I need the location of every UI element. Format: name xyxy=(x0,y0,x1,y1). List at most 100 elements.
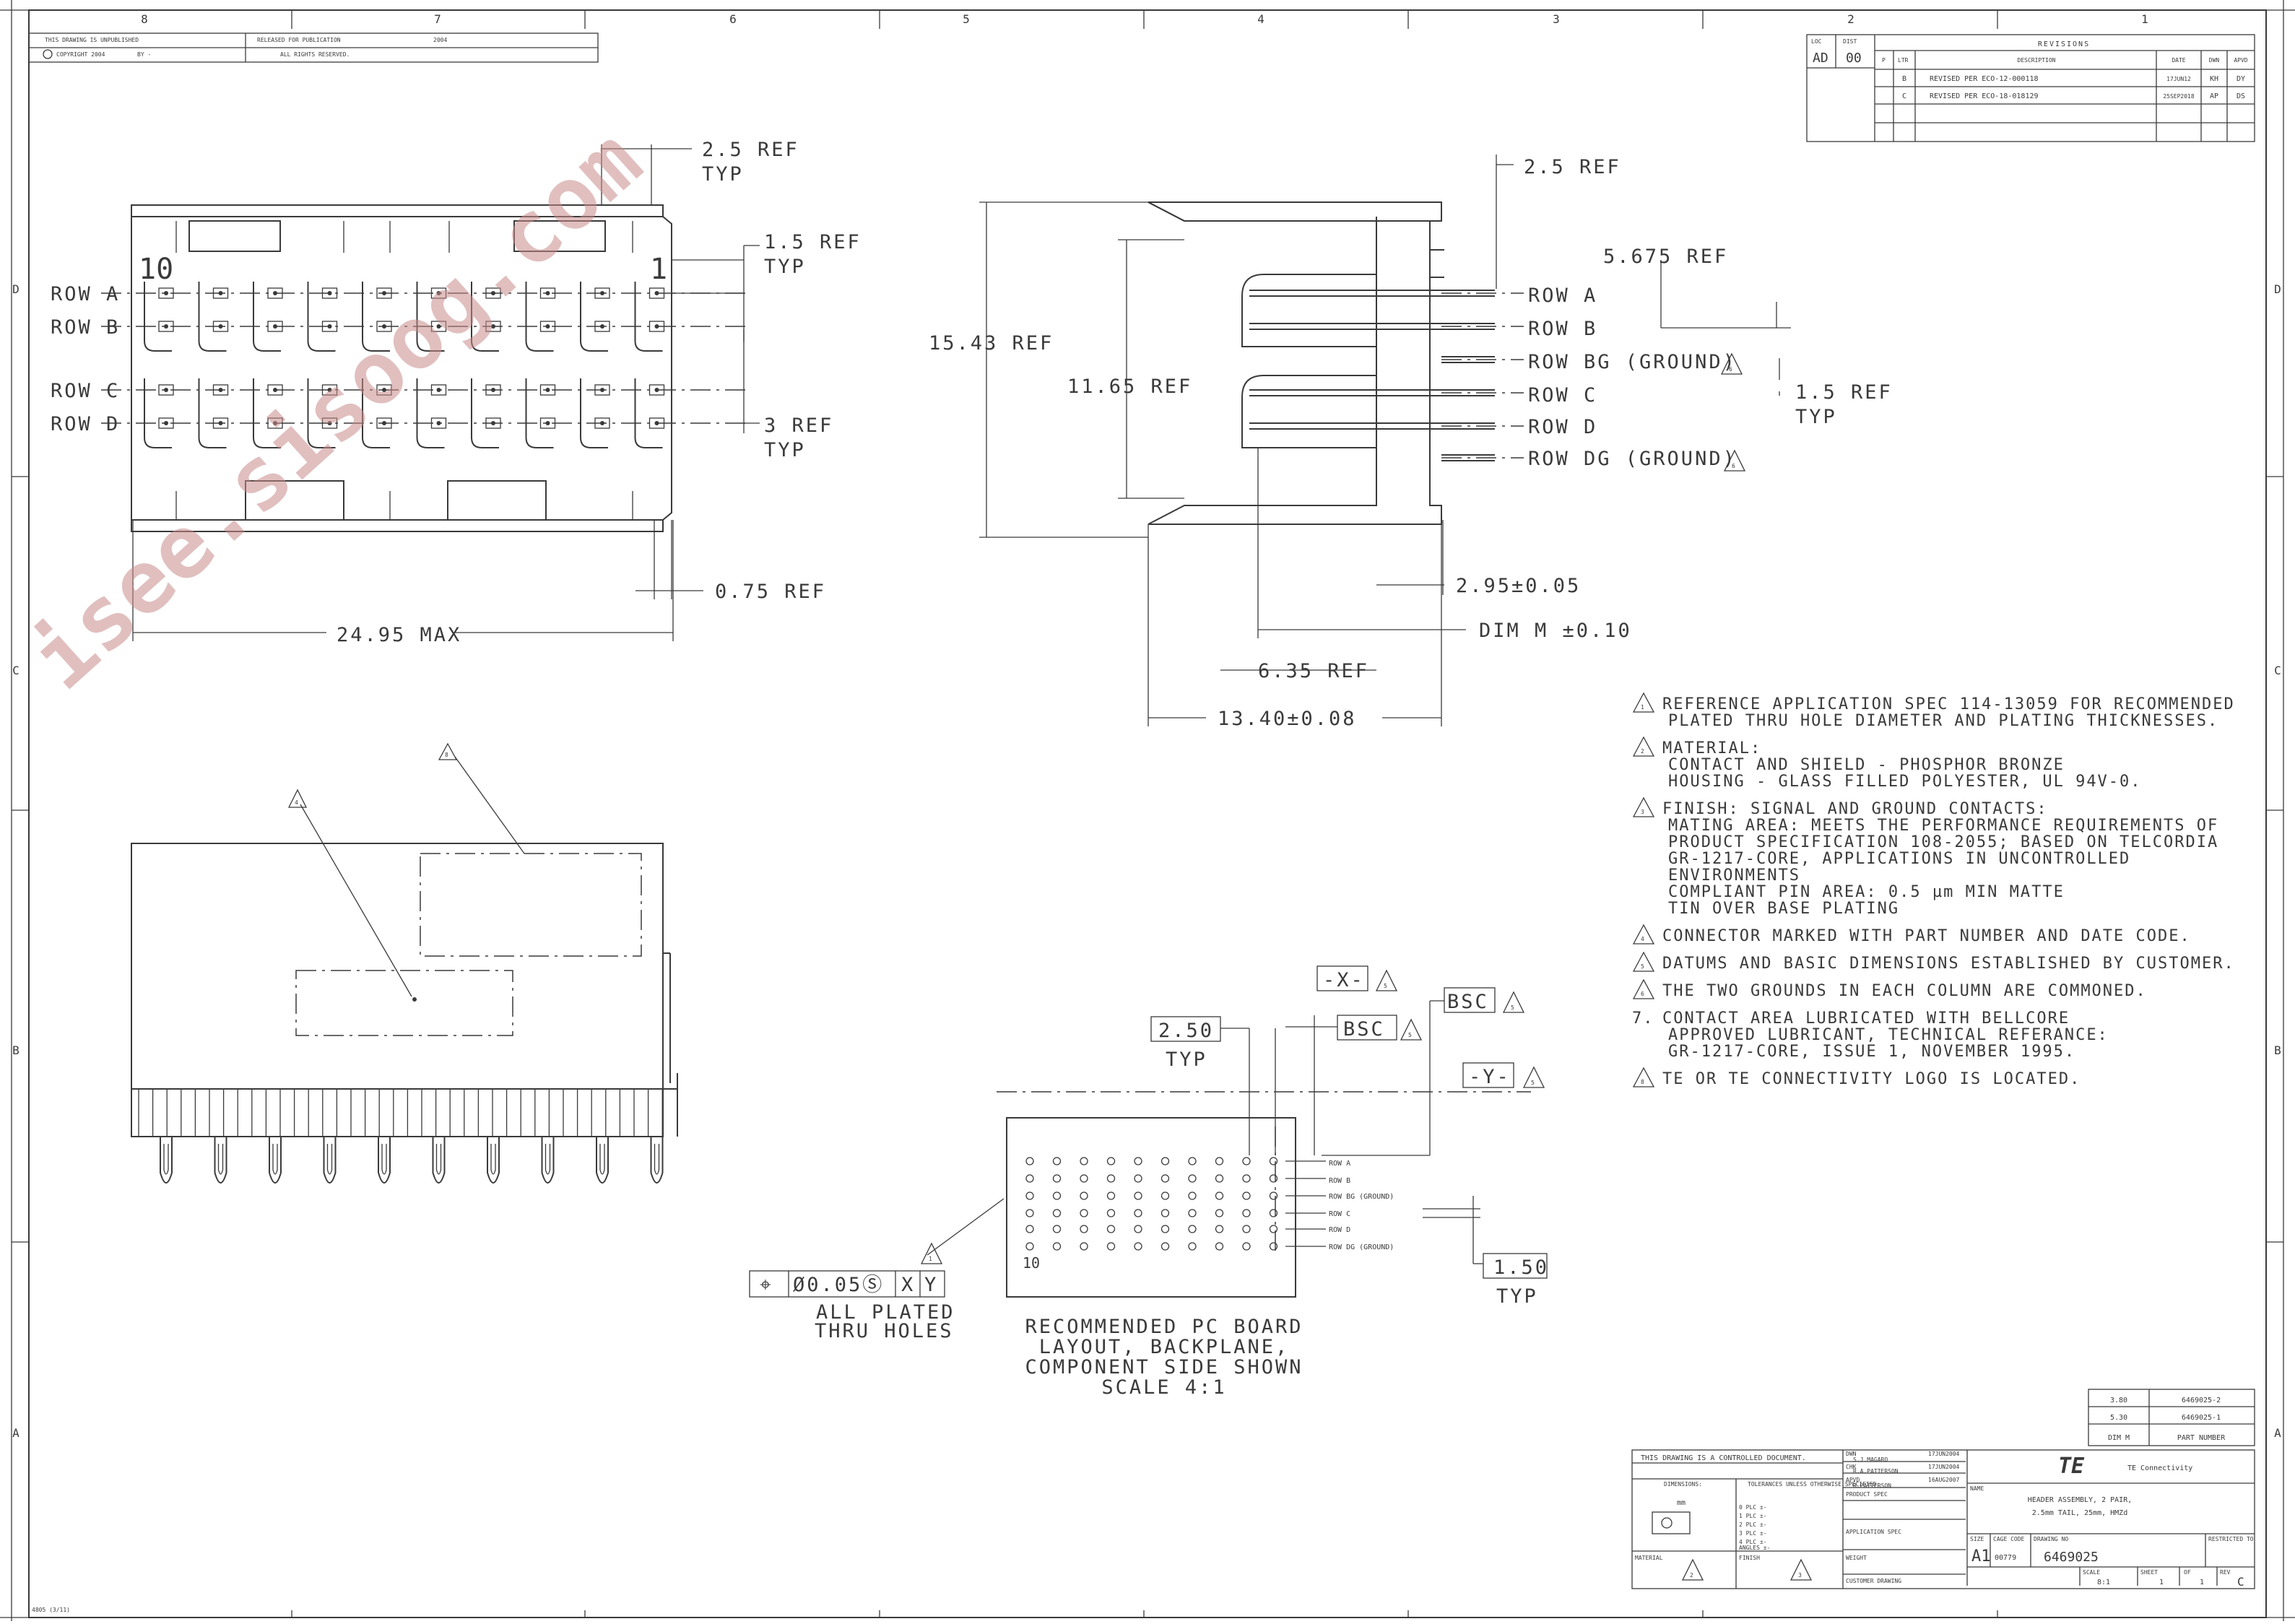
pcb-hole xyxy=(1134,1209,1142,1217)
release-year: 2004 xyxy=(433,37,447,43)
contact-pin xyxy=(485,287,501,299)
pcb-caption-2: LAYOUT, BACKPLANE, xyxy=(1039,1336,1290,1358)
part-number-table: 3.80 6469025-2 5.30 6469025-1 DIM M PART… xyxy=(2088,1389,2255,1446)
front-dim-2-5-ref: 2.5 REF xyxy=(702,139,799,161)
pcb-flag-x: 5 xyxy=(1384,983,1387,989)
contact-center xyxy=(273,324,277,329)
note-3-line-5: ENVIRONMENTS xyxy=(1668,867,1800,885)
zone-top-8: 8 xyxy=(141,12,148,26)
pcb-hole xyxy=(1025,1209,1034,1217)
zone-top-4: 4 xyxy=(1257,12,1264,26)
contact-center xyxy=(382,291,386,295)
bottom-pin-eye xyxy=(272,1144,278,1175)
pcb-hole xyxy=(1269,1242,1278,1251)
pcb-dim-2-50: 2.50 xyxy=(1158,1020,1214,1042)
bottom-flag-4 xyxy=(287,789,308,808)
side-row-bg: ROW BG (GROUND) xyxy=(1528,351,1737,373)
contact-center xyxy=(218,291,223,295)
pcb-hole xyxy=(1160,1209,1170,1217)
bottom-pin xyxy=(269,1137,282,1184)
zone-top-1: 1 xyxy=(2141,12,2148,26)
tb-sheet-label: SHEET xyxy=(2140,1569,2158,1576)
pcb-row-b: ROW B xyxy=(1329,1177,1350,1185)
contact-shield xyxy=(198,282,227,352)
pcb-hole xyxy=(1106,1209,1116,1217)
tb-dwn-label: DWN xyxy=(1846,1451,1857,1457)
contact-center xyxy=(218,388,223,392)
rev-b-dwn: KH xyxy=(2210,75,2218,83)
pcb-caption-4: SCALE 4:1 xyxy=(1101,1376,1226,1399)
rev-c-dwn: AP xyxy=(2210,92,2218,100)
tb-scale-label: SCALE xyxy=(2083,1569,2100,1576)
tb-scale: 8:1 xyxy=(2097,1579,2110,1586)
pcb-hole xyxy=(1242,1174,1251,1183)
contact-pin xyxy=(267,417,283,429)
pcb-datum-y: -Y- xyxy=(1469,1066,1511,1088)
pcb-flag-bsc-1: 5 xyxy=(1408,1032,1412,1038)
by-text: BY - xyxy=(137,51,151,58)
publication-block: THIS DRAWING IS UNPUBLISHED COPYRIGHT 20… xyxy=(28,32,599,63)
side-dim-13-40: 13.40±0.08 xyxy=(1218,708,1357,730)
note-3-line-6: COMPLIANT PIN AREA: 0.5 µm MIN MATTE xyxy=(1668,883,2065,901)
front-dim-24-95-max: 24.95 MAX xyxy=(337,624,461,646)
contact-shield xyxy=(525,282,554,352)
pcb-hole xyxy=(1134,1174,1142,1183)
side-dim-11-65-ref: 11.65 REF xyxy=(1067,375,1192,398)
rev-c-apvd: DS xyxy=(2237,92,2245,100)
note-2-line-1: MATERIAL: xyxy=(1662,739,1761,757)
tb-dimensions: DIMENSIONS: xyxy=(1664,1481,1702,1488)
pt-header-part: PART NUMBER xyxy=(2177,1434,2226,1442)
contact-pin xyxy=(267,287,283,299)
contact-pin xyxy=(376,417,392,429)
contact-pin xyxy=(267,384,283,396)
bottom-pin xyxy=(214,1137,227,1184)
pcb-hole xyxy=(1106,1191,1116,1200)
pcb-hole xyxy=(1134,1242,1142,1251)
contact-center xyxy=(436,291,441,295)
contact-shield xyxy=(307,282,336,352)
front-col-1: 1 xyxy=(650,253,667,286)
contact-center xyxy=(273,291,277,295)
bottom-pin-eye xyxy=(599,1144,605,1175)
contact-pin xyxy=(648,417,665,429)
note-8-flag-icon xyxy=(1632,1067,1655,1087)
tb-dwn-name: S.J.MAGARO xyxy=(1853,1456,1888,1463)
contact-shield xyxy=(580,378,608,448)
zone-left-c: C xyxy=(12,664,19,677)
note-2-line-3: HOUSING - GLASS FILLED POLYESTER, UL 94V… xyxy=(1668,773,2142,791)
side-flag-bg-num: 6 xyxy=(1729,366,1732,373)
tb-dwg-label: DRAWING NO xyxy=(2034,1536,2068,1542)
revisions-title: REVISIONS xyxy=(2038,40,2090,48)
tb-chk-name: R.A.PATTERSON xyxy=(1853,1468,1899,1475)
pt-dim-2: 5.30 xyxy=(2110,1414,2127,1422)
bottom-pin xyxy=(323,1137,337,1184)
front-col-10: 10 xyxy=(139,253,173,286)
tb-restricted: RESTRICTED TO xyxy=(2208,1536,2254,1542)
pcb-datum-x: -X- xyxy=(1323,969,1365,991)
contact-center xyxy=(491,324,495,329)
side-row-d: ROW D xyxy=(1528,416,1597,438)
contact-center xyxy=(436,421,441,425)
tb-company: TE Connectivity xyxy=(2127,1464,2192,1472)
contact-center xyxy=(654,388,659,392)
bottom-pin xyxy=(596,1137,609,1184)
tb-size-label: SIZE xyxy=(1970,1536,1984,1542)
contact-shield xyxy=(471,282,499,352)
pt-part-2: 6469025-1 xyxy=(2182,1414,2221,1422)
contact-pin xyxy=(430,321,447,332)
tb-place-2: 2 PLC ±- xyxy=(1739,1521,1767,1528)
pcb-hole xyxy=(1160,1225,1170,1233)
rev-col-desc: DESCRIPTION xyxy=(2018,57,2056,64)
note-2-flag: 2 xyxy=(1641,748,1644,755)
bottom-pin-eye xyxy=(490,1144,496,1175)
pcb-hole xyxy=(1025,1225,1034,1233)
pcb-hole xyxy=(1188,1209,1197,1217)
rev-col-p: P xyxy=(1882,57,1886,64)
contact-pin xyxy=(430,287,447,299)
pcb-caption-1: RECOMMENDED PC BOARD xyxy=(1025,1316,1303,1338)
tb-place-3: 3 PLC ±- xyxy=(1739,1530,1767,1537)
side-dim-2-5-ref: 2.5 REF xyxy=(1524,156,1621,178)
bottom-pin-eye xyxy=(326,1144,333,1175)
front-dim-1-5-ref: 1.5 REF xyxy=(764,231,862,253)
pcb-hole xyxy=(1080,1209,1088,1217)
